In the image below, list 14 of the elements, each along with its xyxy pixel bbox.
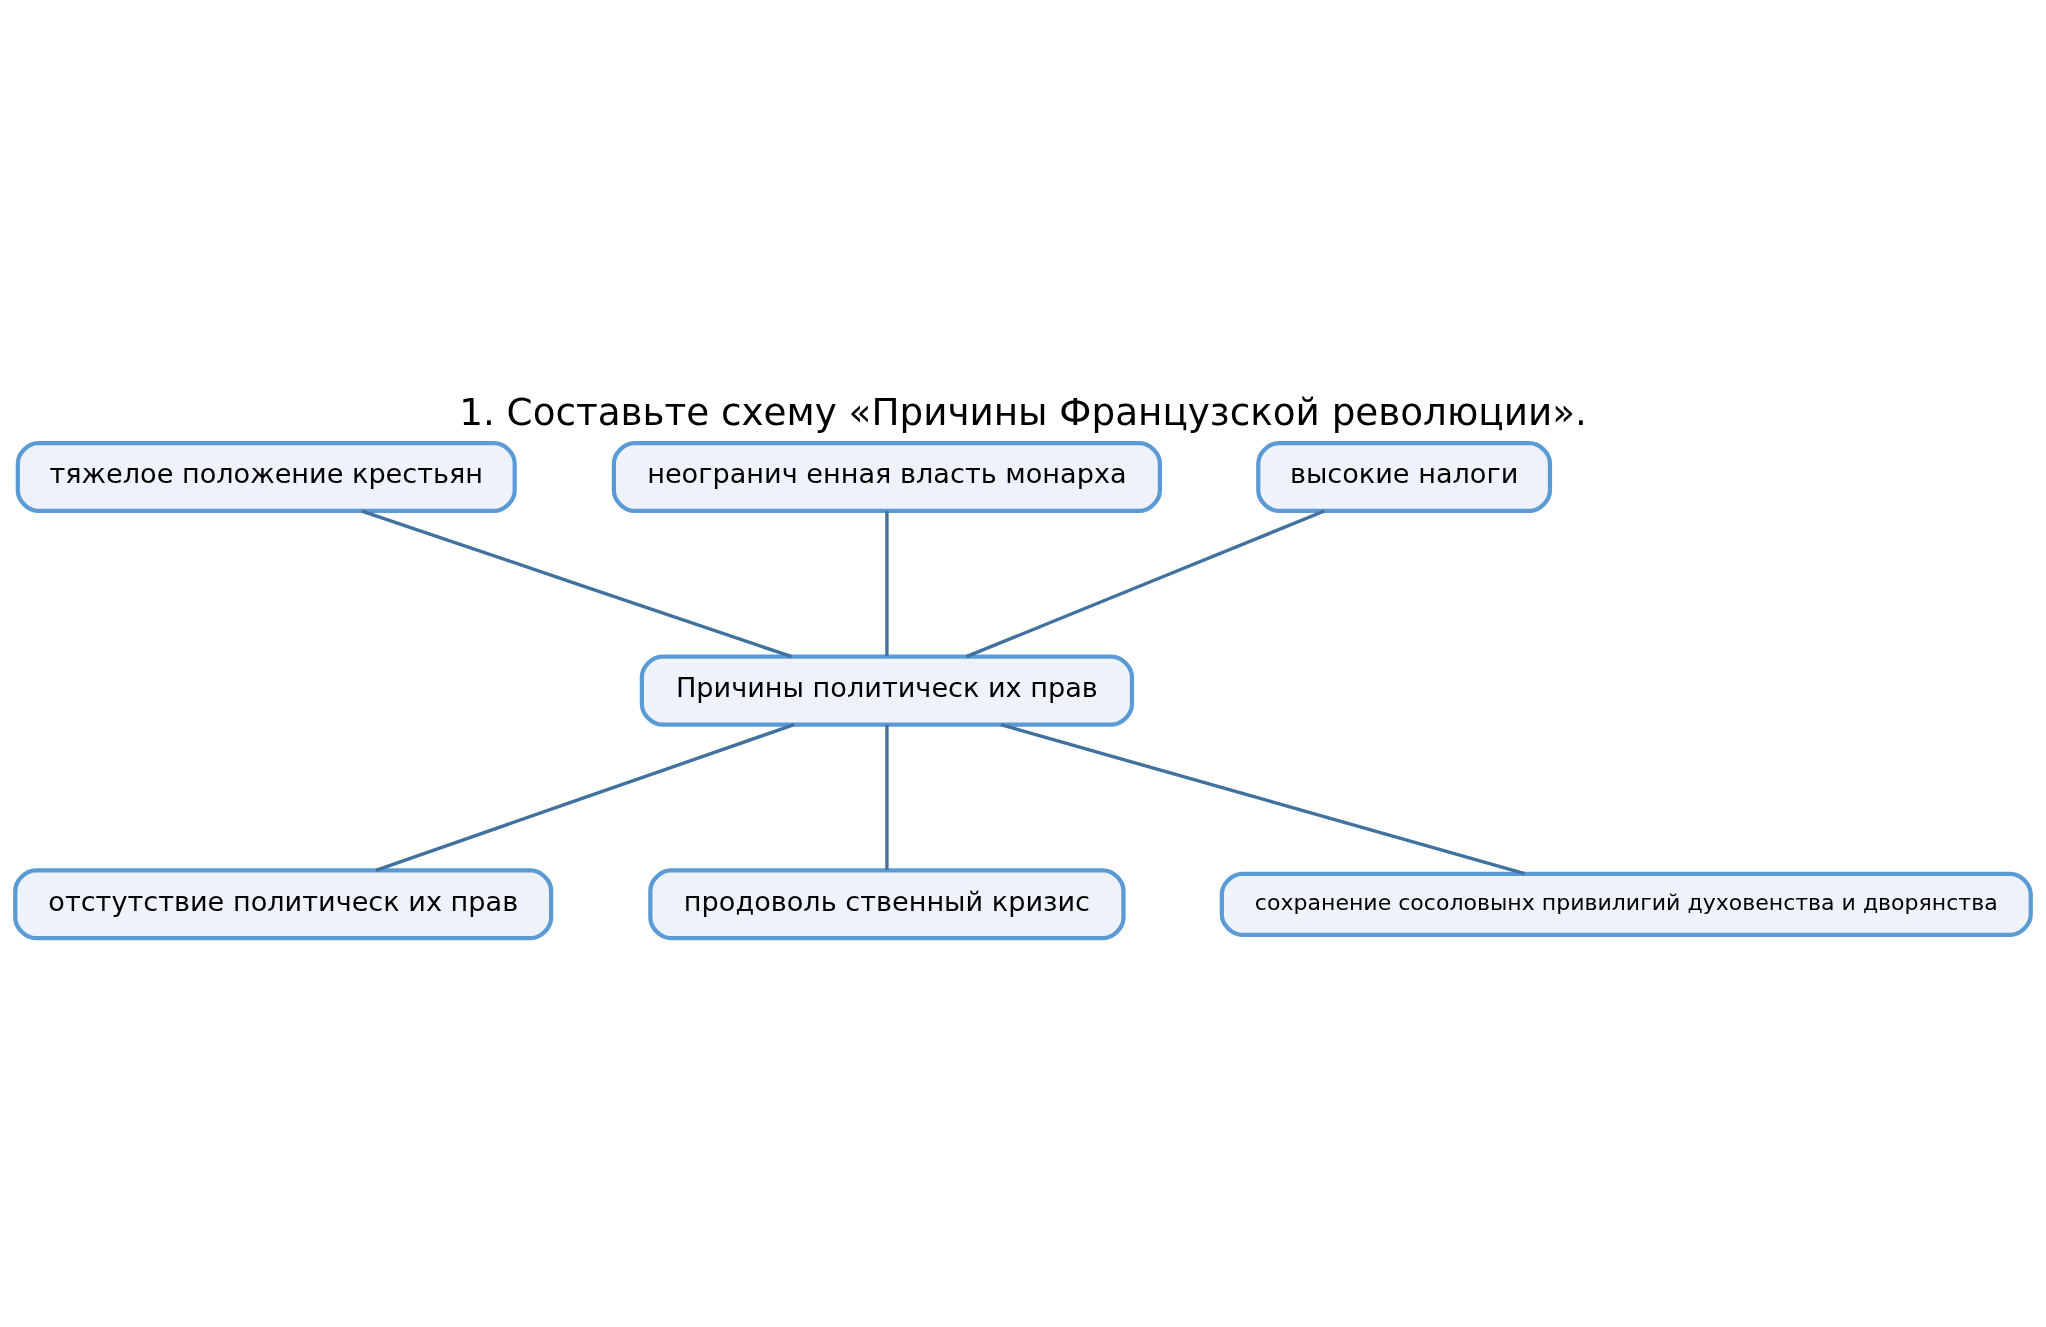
connector	[1000, 723, 1526, 876]
node-box: Причины политическ их прав	[639, 654, 1135, 727]
node-box: сохранение сосоловынх привилигий духовенства и дворянства	[1219, 871, 2033, 937]
connector	[885, 724, 889, 870]
node-box: продоволь ственный кризис	[648, 868, 1126, 941]
node-box: тяжелое положение крестьян	[15, 440, 517, 513]
node-box: высокие налоги	[1256, 440, 1553, 513]
connector	[361, 509, 793, 659]
diagram-title: 1. Составьте схему «Причины Французской революции».	[459, 390, 1587, 435]
connector	[375, 723, 795, 872]
node-box: отстутствие политическ их прав	[13, 868, 554, 941]
connector	[885, 511, 889, 657]
connector	[965, 509, 1326, 659]
node-box: неогранич енная власть монарха	[611, 440, 1163, 513]
